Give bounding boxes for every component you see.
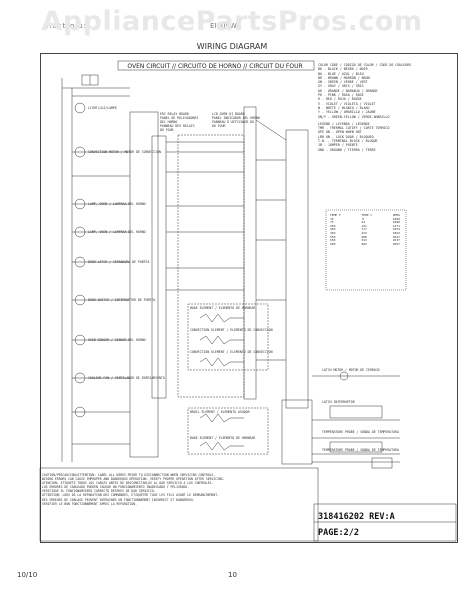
ui-board-label: LCD OVEN UI BOARD PANEL INDICADOR DEL HO… xyxy=(212,112,260,128)
center-element-label: BAKE ELEMENT / ELEMENTO DE HORNEAR xyxy=(190,306,256,310)
left-component-label: LAMP, OVEN / LAMPARA DEL HORNO xyxy=(88,230,146,234)
center-element-label: BROIL ELEMENT / ELEMENTO ASADOR xyxy=(190,410,250,414)
oven-lamp-symbol-2 xyxy=(74,226,86,238)
legend-line: GND - GROUND / TIERRA / TERRE xyxy=(318,147,376,152)
right-component-label: TEMPERATURE PROBE / SONDA DE TEMPERATURA xyxy=(322,430,399,434)
legend-line: GN/Y - GREEN-YELLOW / VERDE-AMARILLO xyxy=(318,114,390,119)
left-component-label: OVEN SENSOR / SENSOR DEL HORNO xyxy=(88,338,146,342)
relay-board xyxy=(129,111,159,458)
legend-line: T.B. - TERMINAL BLOCK / BLOQUE xyxy=(318,139,378,144)
right-pin-block xyxy=(285,129,309,409)
note-line: CAUTION/PRECAUCION/ATTENTION: LABEL ALL … xyxy=(42,473,216,477)
relay-board-connector xyxy=(151,135,167,399)
legend-line: PK - PINK / ROSA / ROSE xyxy=(318,93,364,98)
note-line: ATENCION: ETIQUETE TODOS LOS CABLES ANTE… xyxy=(42,481,214,486)
left-component-label: LIGHT/LUZ/LAMPE xyxy=(88,106,117,110)
cooling-fan-symbol xyxy=(74,372,86,384)
legend-line: BR - BROWN / MARRON / BRUN xyxy=(318,75,370,80)
legend-line: GN - GREEN / VERDE / VERT xyxy=(318,80,368,85)
relay-board-label: ERC RELAY BOARD PANEL DE RELEVADORES DEL… xyxy=(160,112,199,132)
circuit-banner: OVEN CIRCUIT // CIRCUITO DE HORNO // CIR… xyxy=(127,63,303,70)
oven-light-symbol xyxy=(74,102,86,114)
legend-line: LEGEND / LEYENDA / LEGENDE xyxy=(318,121,370,126)
convection-element-symbol xyxy=(199,335,244,345)
left-component-label: DOOR LATCH / CERRADURA DE PUERTA xyxy=(88,260,150,264)
legend-line: W - WHITE / BLANCO / BLANC xyxy=(318,105,370,110)
note-line: VERIFIER LE BON FONCTIONNEMENT APRES LA … xyxy=(42,501,137,506)
page-label: PAGE:2/2 xyxy=(318,528,359,538)
latch-motor-symbol xyxy=(329,405,383,419)
title-block xyxy=(313,503,457,542)
lower-element-symbol xyxy=(199,441,244,451)
note-line: DES ERREURS DE CABLAGE PEUVENT ENTRAINER… xyxy=(42,497,195,502)
note-line: LOS ERRORES DE CABLEADO PUEDEN CAUSAR UN… xyxy=(42,485,190,490)
convection-element-symbol-2 xyxy=(199,357,244,367)
part-number: 318416202 REV:A xyxy=(318,512,395,522)
color-code-legend: COLOR CODE / CODIGO DE COLOR / CODE DE C… xyxy=(318,63,452,152)
legend-line: R - RED / ROJO / ROUGE xyxy=(318,97,362,102)
right-component-label: LATCH INTERRUPTOR xyxy=(322,400,355,404)
legend-line: Y - YELLOW / AMARILLO / JAUNE xyxy=(318,110,376,115)
temp-probe-symbol xyxy=(371,457,393,469)
lower-pin-block xyxy=(281,399,313,465)
legend-line: BK - BLACK / NEGRO / NOIR xyxy=(318,67,368,72)
right-component-label: LATCH MOTOR / MOTOR DE CERROJO xyxy=(322,368,380,372)
center-element-label: CONVECTION ELEMENT / ELEMENTO DE CONVECC… xyxy=(190,328,273,332)
temp-table-frame xyxy=(325,209,407,291)
door-latch-symbol xyxy=(74,256,86,268)
note-line: VERIFIQUE EL FUNCIONAMIENTO CORRECTO DES… xyxy=(42,489,156,494)
legend-line: GY - GRAY / GRIS / GRIS xyxy=(318,84,364,89)
watermark: AppliancePartsPros.com xyxy=(41,6,423,37)
legend-line: OPE ON - OPEN WHEN HOT xyxy=(318,130,362,135)
door-switch-symbol xyxy=(74,294,86,306)
note-line: WIRING ERRORS CAN CAUSE IMPROPER AND DAN… xyxy=(42,477,225,482)
oven-sensor-symbol xyxy=(74,334,86,346)
diagram-frame xyxy=(40,53,458,543)
right-component-label: TEMPERATURE PROBE / SONDA DE TEMPERATURA xyxy=(322,448,399,452)
model-label: EI30EW4 xyxy=(210,22,242,30)
legend-line: OR - ORANGE / NARANJA / ORANGE xyxy=(318,88,378,93)
notes-frame xyxy=(39,467,319,542)
note-line: ATTENTION: LORS DE LA REPARATION DES COM… xyxy=(42,493,219,498)
bake-element-symbol xyxy=(199,313,244,323)
legend-line: COLOR CODE / CODIGO DE COLOR / CODE DE C… xyxy=(318,63,412,67)
legend-line: V - VIOLET / VIOLETA / VIOLET xyxy=(318,101,376,106)
left-component-label: CONVECTION MOTOR / MOTOR DE CONVECCION xyxy=(88,150,161,154)
legend-line: TMR - THERMAL CUTOFF / CORTE TERMICO xyxy=(318,126,390,131)
legend-line: LBR ON - LOCK DOOR / BLOQUEO xyxy=(318,134,374,139)
ui-board-connector xyxy=(243,106,257,400)
left-component-label: LAMP, OVEN / LAMPARA DEL HORNO xyxy=(88,202,146,206)
caution-notes: CAUTION/PRECAUCION/ATTENTION: LABEL ALL … xyxy=(42,473,312,506)
oven-lamp-symbol xyxy=(74,198,86,210)
center-element-label: CONVECTION ELEMENT / ELEMENTO DE CONVECC… xyxy=(190,350,273,354)
circuit-banner-box xyxy=(117,60,315,71)
left-component-label: DOOR SWITCH / INTERRUPTOR DE PUERTA xyxy=(88,298,156,302)
legend-line: BU - BLUE / AZUL / BLEU xyxy=(318,71,364,76)
footer-date: 10/10 xyxy=(17,571,38,579)
fan-motor-symbol xyxy=(74,406,86,418)
title-block-text: 318416202 REV:A PAGE:2/2 xyxy=(318,512,395,538)
footer-page-number: 10 xyxy=(228,571,237,579)
center-element-label: BAKE ELEMENT / ELEMENTO DE HORNEAR xyxy=(190,436,256,440)
page-title: WIRING DIAGRAM xyxy=(196,42,268,51)
brand-label: Electrolux xyxy=(44,22,89,30)
convection-motor-symbol xyxy=(74,146,86,158)
legend-line: JB - JUMPER / PUENTE xyxy=(318,143,358,148)
left-component-label: COOLING FAN / VENTILADOR DE ENFRIAMIENTO xyxy=(88,376,165,380)
latch-switch-symbol xyxy=(329,441,383,453)
broil-element-symbol xyxy=(199,413,244,423)
